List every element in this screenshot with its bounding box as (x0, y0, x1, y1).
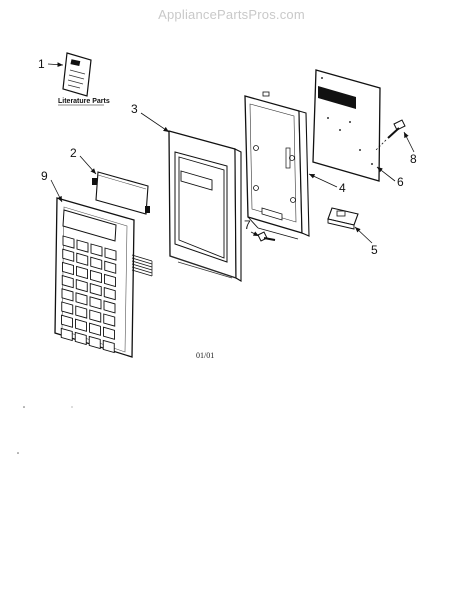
keypad-key (89, 296, 102, 310)
callout-8: 8 (410, 152, 417, 166)
part-4-control-housing[interactable] (244, 91, 310, 240)
keypad-key (104, 247, 117, 261)
keypad-key (76, 265, 88, 280)
part-5-bracket[interactable] (327, 207, 359, 230)
keypad-key (62, 248, 75, 262)
keypad-key (103, 326, 115, 340)
keypad-key (76, 252, 89, 266)
keypad-key (61, 275, 74, 289)
page-code: 01/01 (196, 351, 214, 360)
callout-5: 5 (371, 243, 378, 257)
part-3-control-panel[interactable] (168, 130, 242, 282)
keypad-key (89, 309, 102, 323)
keypad-key (75, 318, 87, 332)
watermark: AppliancePartsPros.com (158, 7, 305, 22)
part-2-cover[interactable] (92, 171, 150, 215)
keypad-key (62, 235, 75, 249)
part-9-keypad[interactable] (54, 197, 153, 358)
part-8-screw[interactable] (375, 119, 406, 151)
callout-1: 1 (38, 57, 45, 71)
keypad-key (61, 314, 73, 328)
keypad-key (104, 273, 116, 288)
keypad-key (89, 322, 101, 336)
literature-parts-label: Literature Parts (58, 98, 110, 105)
callout-6: 6 (397, 175, 404, 189)
keypad-key (103, 300, 116, 314)
keypad-key (75, 292, 88, 306)
callout-9: 9 (41, 169, 48, 183)
keypad-key (90, 256, 103, 270)
keypad-key (89, 283, 102, 297)
keypad-key (103, 287, 116, 301)
part-6-circuit-board[interactable] (312, 69, 381, 182)
keypad-key (88, 335, 101, 350)
keypad-key (90, 243, 103, 257)
callout-7: 7 (244, 218, 251, 232)
keypad-key (75, 279, 88, 293)
keypad-key (62, 261, 74, 276)
part-1-literature-pamphlet[interactable] (62, 52, 92, 97)
keypad-key (61, 288, 74, 302)
keypad-key (61, 301, 74, 315)
keypad-key (75, 305, 88, 319)
callout-2: 2 (70, 146, 77, 160)
keypad-key (90, 269, 102, 284)
keypad-key (104, 260, 117, 274)
callout-3: 3 (131, 102, 138, 116)
keypad-key (60, 327, 73, 342)
keypad-key (76, 239, 89, 253)
keypad-keys (60, 235, 117, 354)
callout-4: 4 (339, 181, 346, 195)
keypad-key (103, 313, 116, 327)
keypad-key (74, 331, 87, 346)
part-7-screw[interactable] (257, 231, 276, 242)
keypad-key (102, 339, 115, 354)
